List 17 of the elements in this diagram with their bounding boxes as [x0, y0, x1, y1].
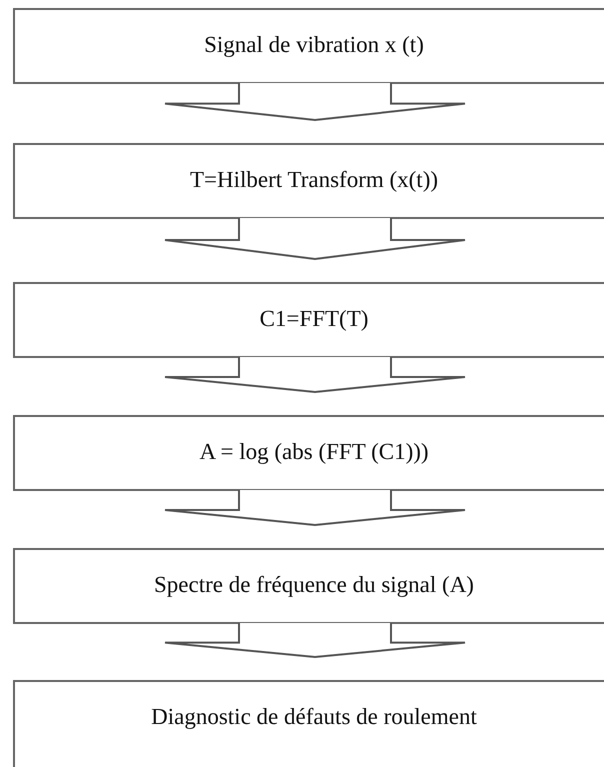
step-label: Spectre de fréquence du signal (A): [154, 572, 474, 598]
step-label: C1=FFT(T): [260, 306, 368, 332]
step-label: T=Hilbert Transform (x(t)): [190, 167, 438, 193]
block-arrow: [164, 217, 466, 260]
process-box: [13, 282, 604, 358]
step-label: A = log (abs (FFT (C1))): [199, 439, 429, 465]
process-box: [13, 415, 604, 491]
process-box: [13, 548, 604, 624]
block-arrow: [164, 356, 466, 393]
process-box: [13, 8, 604, 84]
step-label: Signal de vibration x (t): [204, 32, 424, 58]
step-label: Diagnostic de défauts de roulement: [151, 704, 477, 730]
block-arrow: [164, 489, 466, 526]
process-box: [13, 680, 604, 767]
block-arrow: [164, 82, 466, 121]
block-arrow: [164, 622, 466, 658]
process-box: [13, 143, 604, 219]
